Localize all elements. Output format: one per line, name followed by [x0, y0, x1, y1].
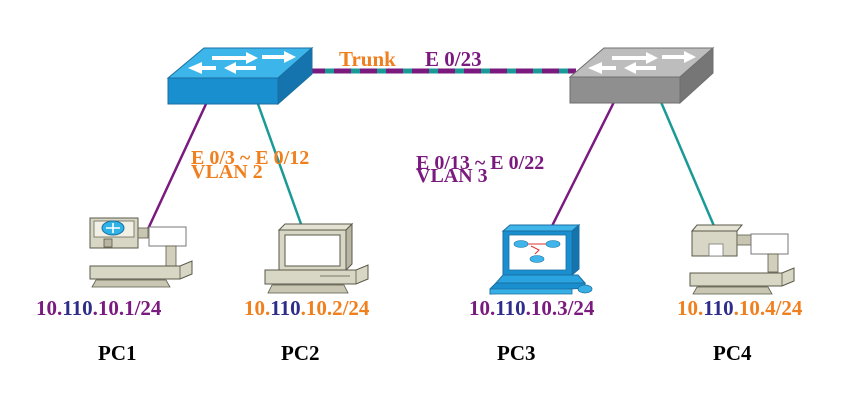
switch-1-icon: [166, 46, 314, 106]
vlan3-ports-label: E 0/13 ~ E 0/22: [416, 152, 545, 174]
link-switch1-pc2: [256, 103, 303, 225]
links: [146, 68, 716, 230]
pc3-label: PC3: [497, 341, 536, 365]
ip-rest: .10.2/24: [300, 296, 370, 320]
ip-octet-1: 10.: [677, 296, 704, 320]
vlan2-label: VLAN 2: [191, 161, 263, 183]
workstation-icon: [689, 224, 795, 295]
pc2-label: PC2: [281, 341, 320, 365]
ip-octet-2: 110: [270, 296, 301, 320]
pc3-ip-address: 10.110.10.3/24: [469, 298, 594, 319]
desktop-pc-icon: [264, 222, 369, 294]
pc2-ip-address: 10.110.10.2/24: [244, 298, 369, 319]
link-switch1-pc1: [146, 103, 208, 230]
ip-rest: .10.4/24: [733, 296, 803, 320]
ip-rest: .10.3/24: [525, 296, 595, 320]
link-switch2-pc4: [659, 101, 716, 227]
ip-octet-1: 10.: [244, 296, 271, 320]
ip-octet-2: 110: [703, 296, 734, 320]
pc4-label: PC4: [713, 341, 752, 365]
ip-octet-1: 10.: [36, 296, 63, 320]
trunk-label: Trunk: [339, 47, 396, 71]
ip-octet-1: 10.: [469, 296, 496, 320]
vlan3-label: VLAN 3: [416, 165, 488, 187]
switch-2-icon: [568, 46, 715, 105]
link-switch2-pc3: [550, 101, 616, 227]
ip-octet-2: 110: [495, 296, 526, 320]
laptop-network-icon: [489, 223, 593, 295]
ip-octet-2: 110: [62, 296, 93, 320]
ip-rest: .10.1/24: [92, 296, 162, 320]
pc4-ip-address: 10.110.10.4/24: [677, 298, 802, 319]
trunk-port-label: E 0/23: [425, 47, 482, 71]
pc1-label: PC1: [98, 341, 137, 365]
vlan2-ports-label: E 0/3 ~ E 0/12: [191, 147, 310, 169]
workstation-router-icon: [89, 217, 193, 288]
pc1-ip-address: 10.110.10.1/24: [36, 298, 161, 319]
